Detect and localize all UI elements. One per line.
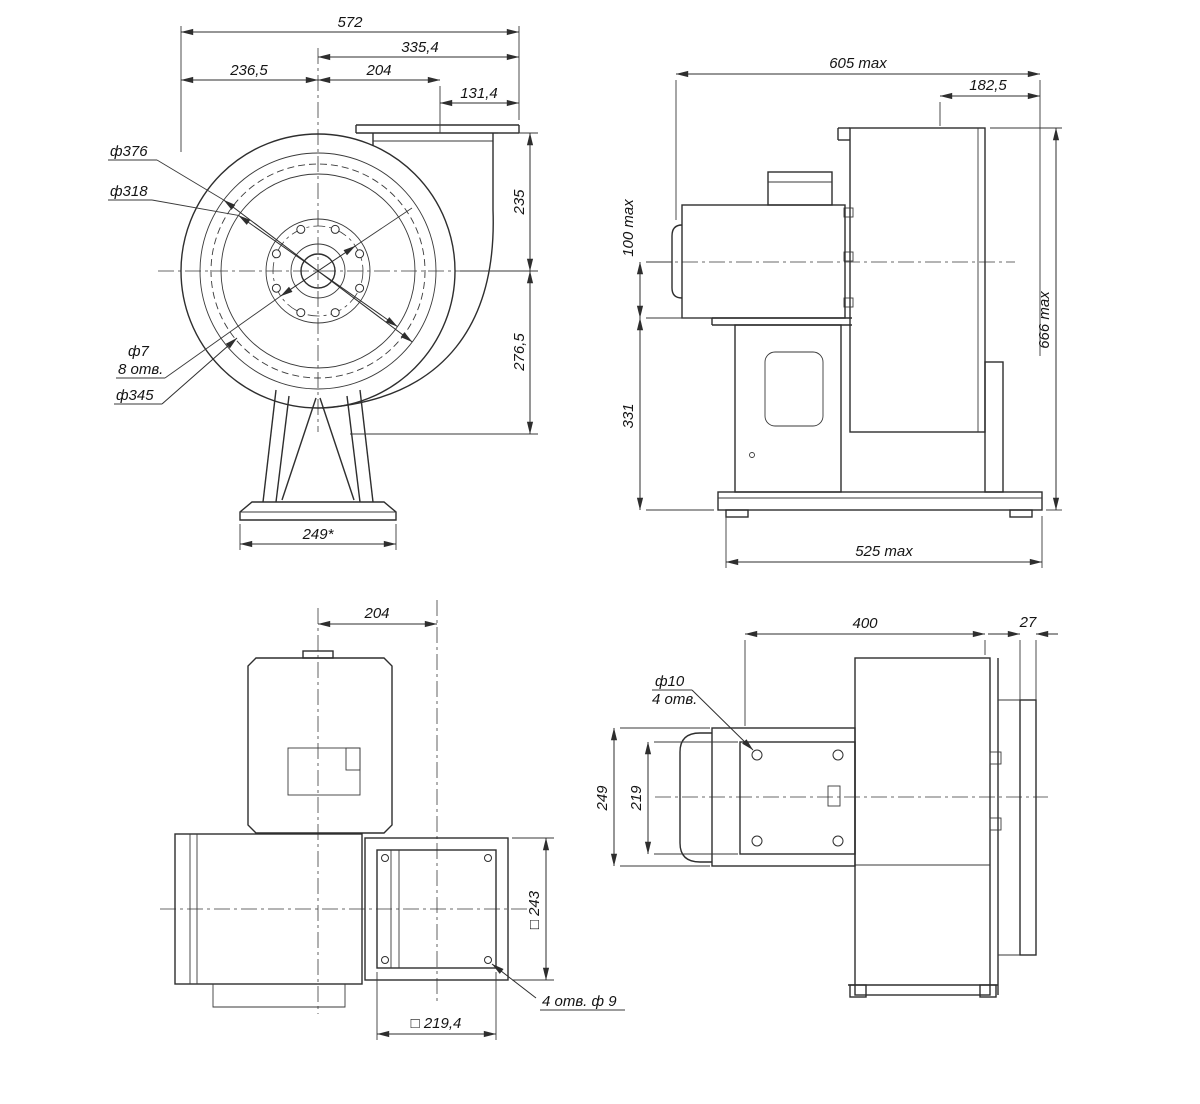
label-dia-7: ф7 [128,343,150,360]
front-view-dimensions: 572 335,4 236,5 204 131,4 235 276,5 ф376 [108,14,538,550]
side-view: 605 max 182,5 100 max 331 666 max 525 ma… [620,55,1062,568]
label-dia-318: ф318 [110,183,148,200]
dim-331: 331 [620,403,637,428]
top-view: 400 27 ф10 4 отв. 249 219 [594,614,1058,998]
side-view-geometry [655,127,1043,518]
label-dia-376: ф376 [110,143,148,160]
bottom-view-dimensions: 204 □ 243 4 отв. ф 9 □ 219,4 [317,605,625,1040]
dim-base-width: 249* [302,526,335,543]
bottom-view: 204 □ 243 4 отв. ф 9 □ 219,4 [160,600,625,1040]
dim-525-max: 525 max [855,543,913,560]
dim-243: □ 243 [526,890,543,929]
dim-236-5: 236,5 [229,62,268,79]
dim-335-4: 335,4 [401,39,439,56]
dim-square-219-4: □ 219,4 [411,1015,462,1032]
label-8-holes: 8 отв. [118,361,163,378]
side-view-dimensions: 605 max 182,5 100 max 331 666 max 525 ma… [620,55,1062,568]
dim-100-max: 100 max [620,199,637,257]
top-view-geometry [655,657,1048,998]
label-dia-345: ф345 [116,387,154,404]
bottom-view-geometry [160,600,530,1014]
dim-204-bottom: 204 [363,605,389,622]
dim-235: 235 [511,189,528,216]
dim-219-top: 219 [628,785,645,812]
front-view-geometry [158,48,520,521]
dim-605-max: 605 max [829,55,887,72]
front-view: 572 335,4 236,5 204 131,4 235 276,5 ф376 [108,14,538,550]
top-view-dimensions: 400 27 ф10 4 отв. 249 219 [594,614,1058,867]
label-4-holes: 4 отв. [652,691,697,708]
dim-204-front: 204 [365,62,391,79]
dim-276-5: 276,5 [511,333,528,372]
dim-182-5: 182,5 [969,77,1007,94]
dim-400: 400 [852,615,878,632]
dim-131-4: 131,4 [460,85,498,102]
dim-249-top: 249 [594,785,611,812]
label-4-holes-dia-9: 4 отв. ф 9 [542,993,617,1010]
dim-overall-width: 572 [337,14,363,31]
dim-666-max: 666 max [1036,291,1053,349]
label-dia-10: ф10 [655,673,685,690]
dim-27: 27 [1019,614,1037,631]
